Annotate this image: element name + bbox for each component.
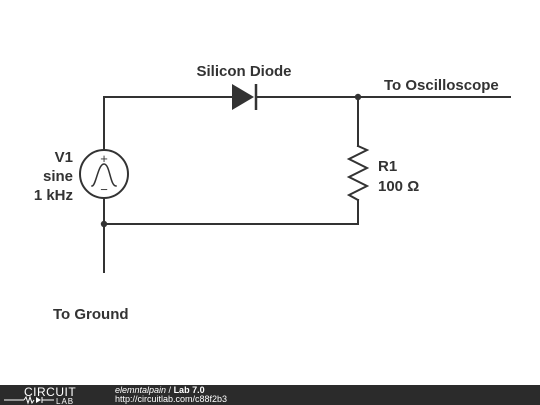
circuit-title[interactable]: Lab 7.0 (173, 385, 205, 395)
logo-text-bottom: LAB (56, 397, 74, 405)
diode-label: Silicon Diode (196, 63, 291, 80)
plus-sign: + (100, 151, 108, 166)
ac-source-circle (79, 149, 129, 199)
author-name[interactable]: elemntalpain (115, 385, 167, 395)
footer-bar: CIRCUIT LAB elemntalpain / Lab 7.0 http:… (0, 385, 540, 405)
output-label: To Oscilloscope (384, 77, 499, 94)
logo-text-top: CIRCUIT (24, 385, 76, 399)
circuitlab-logo: CIRCUIT LAB (4, 385, 76, 405)
ground-label: To Ground (53, 306, 129, 323)
source-name: V1 (55, 149, 73, 166)
circuit-url[interactable]: http://circuitlab.com/c88f2b3 (115, 394, 228, 404)
resistor-name: R1 (378, 158, 397, 175)
footer-text: elemntalpain / Lab 7.0 http://circuitlab… (115, 386, 227, 404)
junction-dot-bottom (100, 220, 108, 228)
junction-dot-top (354, 93, 362, 101)
title-separator: / (166, 385, 174, 395)
minus-sign: − (100, 182, 108, 197)
source-type: sine (43, 168, 73, 185)
resistor-value: 100 Ω (378, 178, 419, 195)
footer-title-line: elemntalpain / Lab 7.0 (115, 386, 227, 395)
sine-wave-icon (91, 163, 117, 187)
source-frequency: 1 kHz (34, 187, 73, 204)
circuit-diagram: Silicon Diode To Oscilloscope V1 sine 1 … (34, 63, 511, 323)
diode-triangle (232, 84, 254, 110)
resistor-zigzag (346, 144, 370, 202)
